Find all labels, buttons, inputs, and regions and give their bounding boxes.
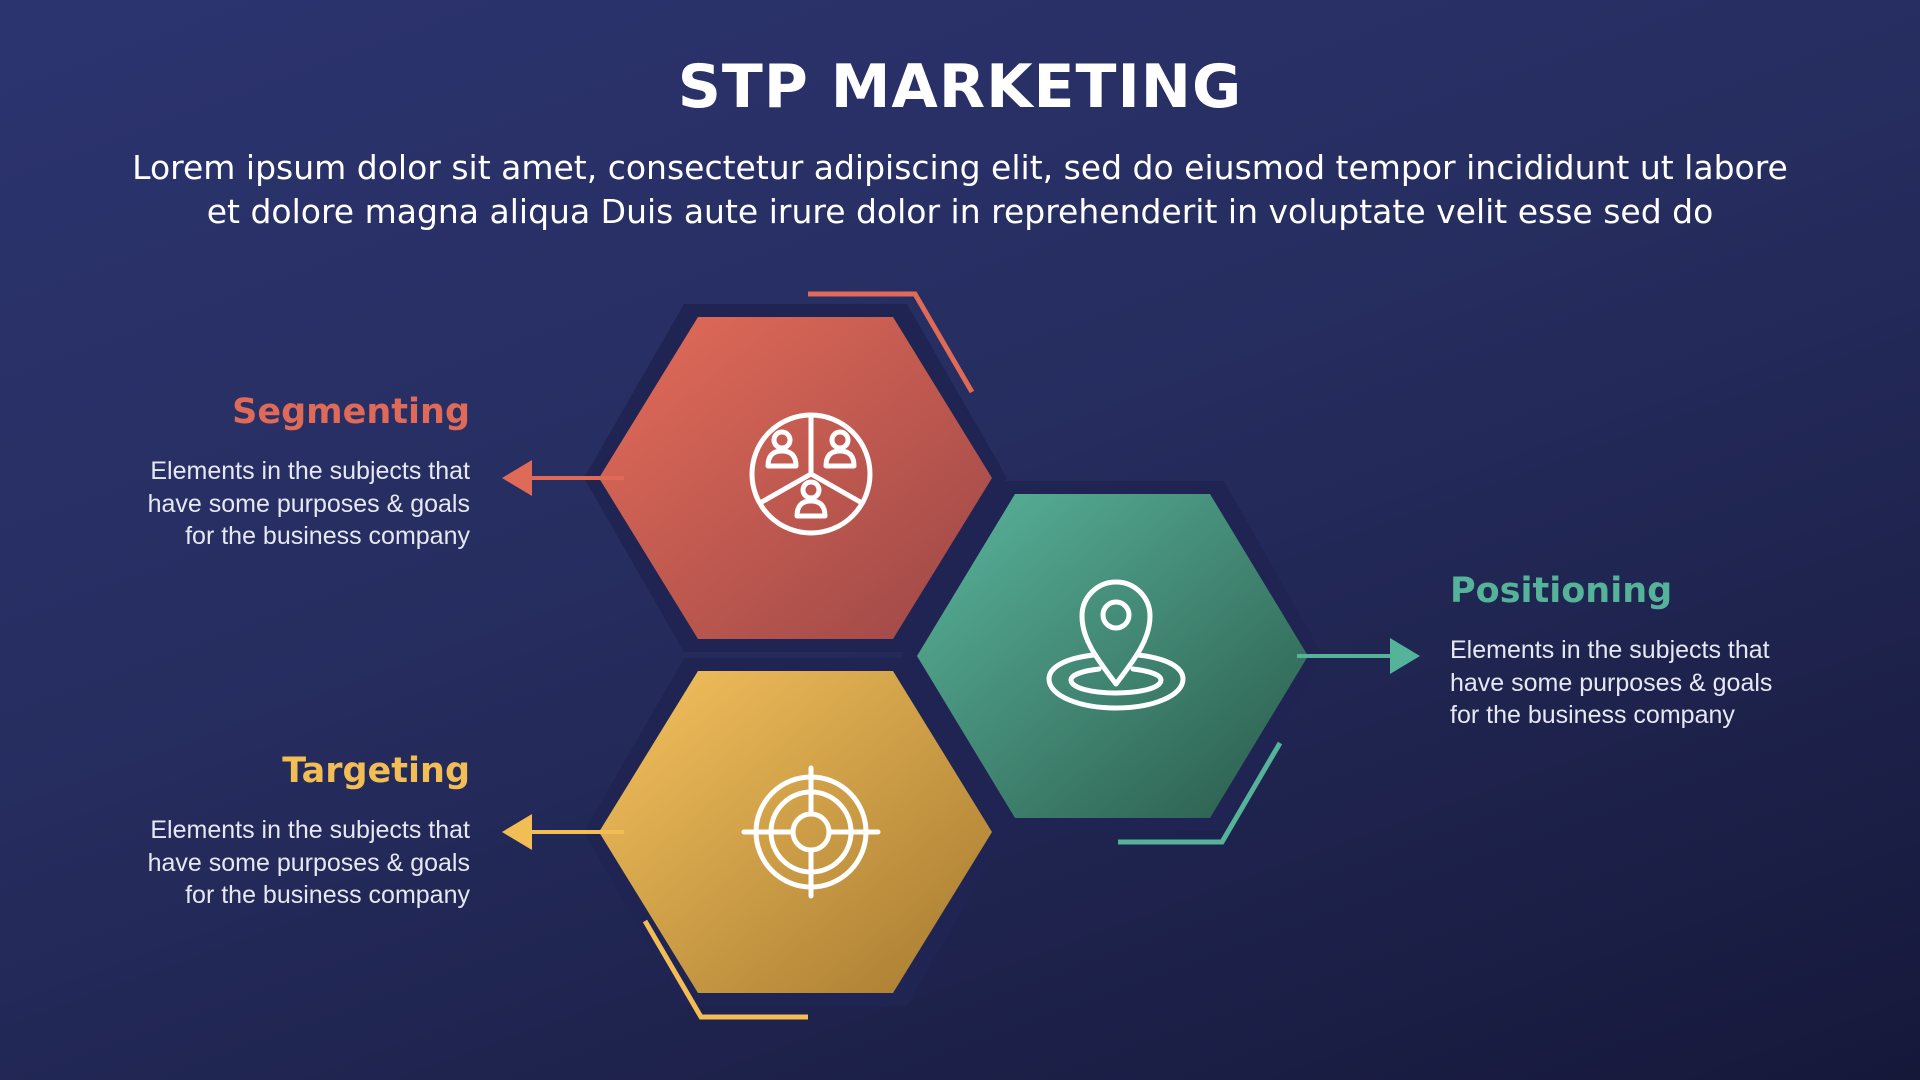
target-crosshair-icon xyxy=(741,765,881,899)
subtitle-line-1: Lorem ipsum dolor sit amet, consectetur … xyxy=(132,148,1788,187)
segmenting-arrow xyxy=(502,460,624,496)
positioning-arrow xyxy=(1297,638,1420,674)
positioning-description: Elements in the subjects that have some … xyxy=(1450,636,1773,729)
targeting-arrow xyxy=(502,814,624,850)
segmenting-accent-line xyxy=(808,291,975,394)
page-subtitle: Lorem ipsum dolor sit amet, consectetur … xyxy=(90,146,1830,234)
segmenting-hexagon xyxy=(584,291,1007,652)
positioning-hexagon xyxy=(902,481,1323,845)
location-pin-icon xyxy=(1046,579,1186,711)
segmenting-description: Elements in the subjects that have some … xyxy=(147,457,470,550)
positioning-accent-line xyxy=(1118,741,1283,845)
targeting-description: Elements in the subjects that have some … xyxy=(147,816,470,909)
targeting-title: Targeting xyxy=(282,751,470,791)
subtitle-line-2: et dolore magna aliqua Duis aute irure d… xyxy=(206,192,1714,231)
segmenting-title: Segmenting xyxy=(232,392,470,432)
segments-people-icon xyxy=(749,412,873,536)
positioning-title: Positioning xyxy=(1450,571,1673,611)
page-title: STP MARKETING xyxy=(677,52,1243,122)
targeting-accent-line xyxy=(642,919,808,1020)
